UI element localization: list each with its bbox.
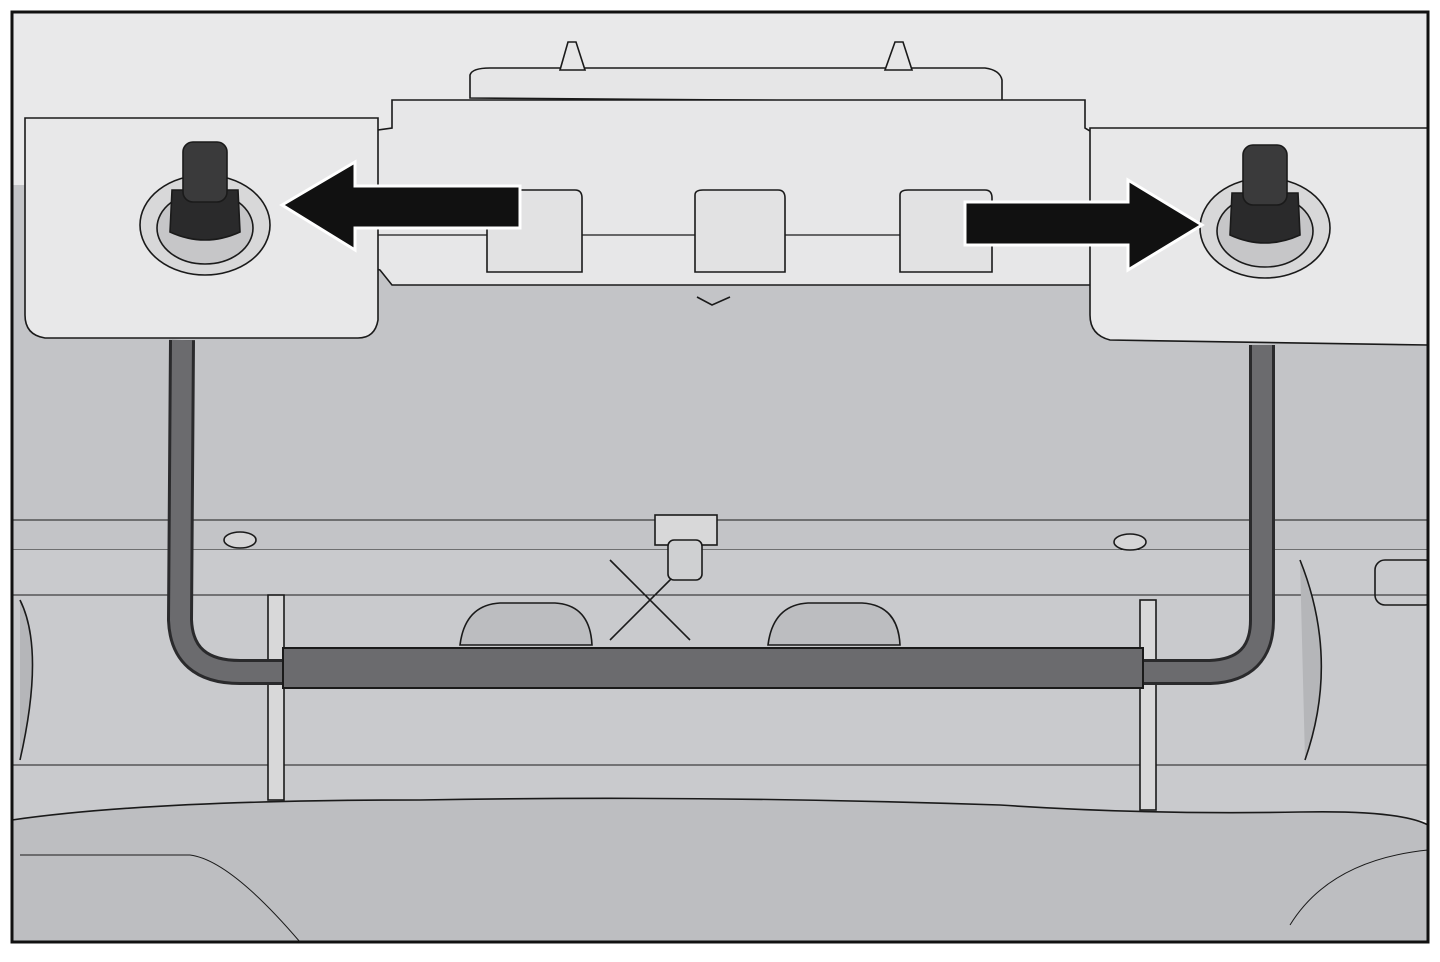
lower-basket bbox=[12, 797, 1428, 942]
frame-border bbox=[10, 10, 1430, 944]
left-bolt bbox=[139, 141, 271, 276]
arrow-left-icon bbox=[279, 159, 522, 253]
top-cover bbox=[469, 67, 1003, 103]
arrow-right-icon bbox=[963, 177, 1205, 273]
right-bolt bbox=[1199, 144, 1331, 279]
